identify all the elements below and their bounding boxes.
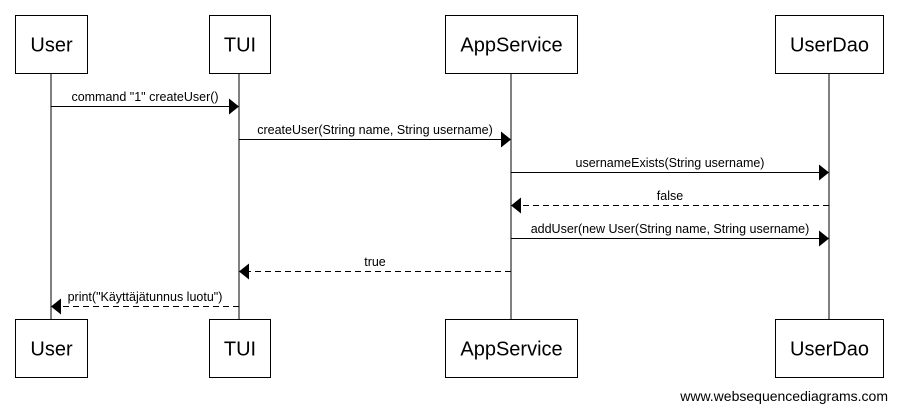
message-1: command "1" createUser()	[51, 90, 239, 115]
arrowhead-icon	[819, 230, 829, 247]
participant-label: TUI	[224, 35, 256, 57]
participant-label: UserDao	[790, 35, 869, 57]
participant-user-top: User	[15, 15, 88, 74]
participant-tui-top: TUI	[209, 15, 271, 74]
arrowhead-icon	[229, 98, 239, 115]
participant-label: AppService	[460, 35, 562, 57]
participant-appservice-bottom: AppService	[445, 319, 578, 378]
participant-box	[209, 15, 271, 74]
message-label: false	[657, 189, 683, 203]
message-label: true	[364, 255, 386, 269]
participant-userdao-bottom: UserDao	[775, 319, 884, 378]
participant-userdao-top: UserDao	[775, 15, 884, 74]
message-2: createUser(String name, String username)	[239, 123, 511, 148]
message-6: true	[239, 255, 511, 280]
message-4: false	[511, 189, 829, 214]
message-3: usernameExists(String username)	[511, 156, 829, 181]
message-7: print("Käyttäjätunnus luotu")	[51, 290, 239, 315]
participant-box	[209, 319, 271, 378]
participant-label: UserDao	[790, 339, 869, 361]
message-label: command "1" createUser()	[71, 90, 218, 104]
message-label: addUser(new User(String name, String use…	[531, 222, 810, 236]
message-label: createUser(String name, String username)	[257, 123, 493, 137]
participant-box	[445, 319, 578, 378]
participant-box	[15, 15, 88, 74]
participant-appservice-top: AppService	[445, 15, 578, 74]
watermark[interactable]: www.websequencediagrams.com	[680, 388, 888, 404]
arrowhead-icon	[819, 164, 829, 181]
participant-box	[15, 319, 88, 378]
arrowhead-icon	[511, 197, 521, 214]
participant-label: User	[30, 339, 73, 361]
arrowhead-icon	[501, 131, 511, 148]
message-label: print("Käyttäjätunnus luotu")	[68, 290, 223, 304]
participant-tui-bottom: TUI	[209, 319, 271, 378]
participant-box	[775, 15, 884, 74]
participant-label: User	[30, 35, 73, 57]
message-label: usernameExists(String username)	[576, 156, 765, 170]
message-5: addUser(new User(String name, String use…	[511, 222, 829, 247]
participant-label: AppService	[460, 339, 562, 361]
participant-user-bottom: User	[15, 319, 88, 378]
arrowhead-icon	[51, 298, 61, 315]
participant-box	[445, 15, 578, 74]
participant-label: TUI	[224, 339, 256, 361]
participant-box	[775, 319, 884, 378]
arrowhead-icon	[239, 263, 249, 280]
